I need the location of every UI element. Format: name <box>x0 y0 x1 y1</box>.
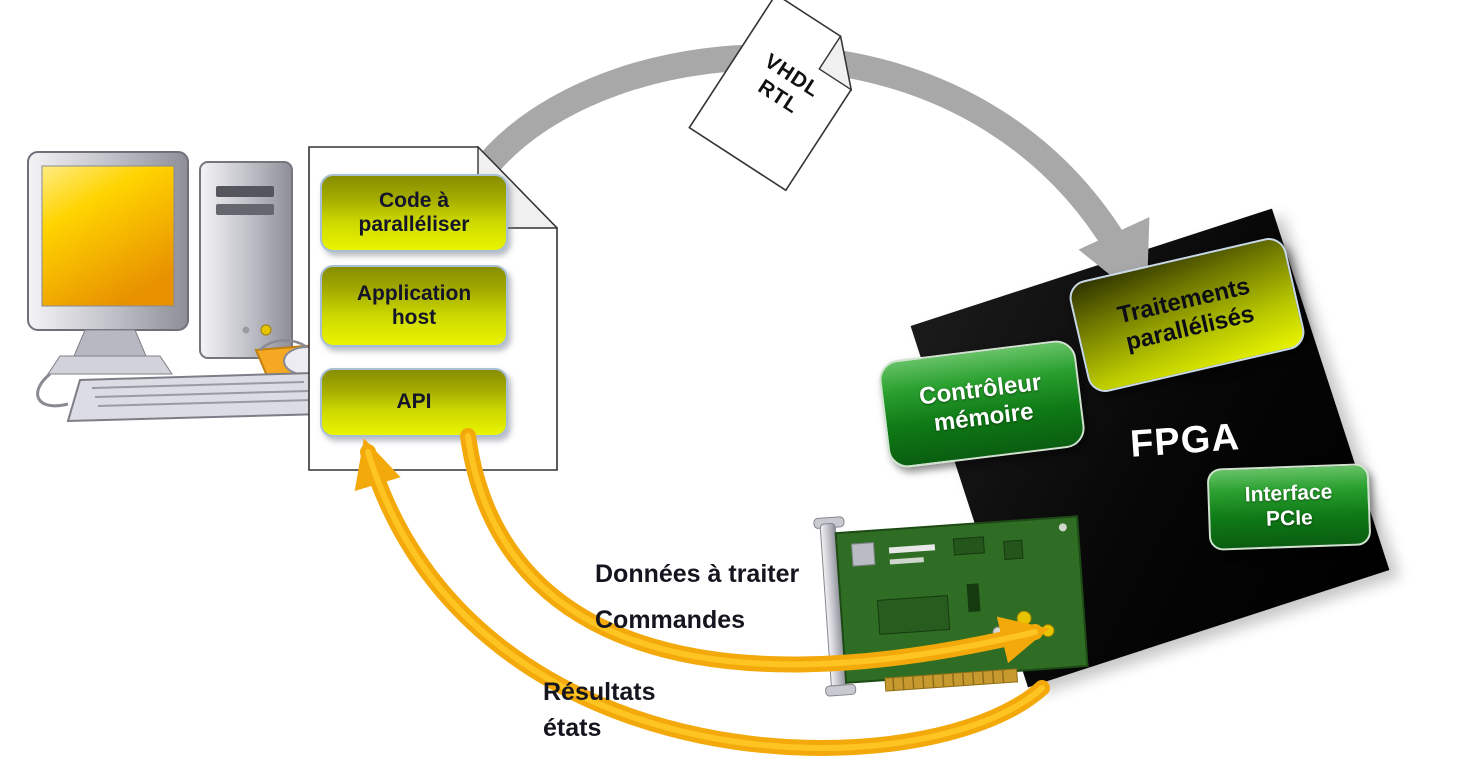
cable <box>36 372 69 408</box>
label-donnees-a-traiter: Données à traiter <box>595 560 800 588</box>
box-label: API <box>396 390 432 414</box>
document-outline <box>688 0 853 192</box>
box-label: Code à paralléliser <box>358 188 470 236</box>
box-api: API <box>320 368 508 437</box>
host-document: Code à paralléliser Application host API <box>308 146 558 471</box>
label-commandes: Commandes <box>595 606 746 634</box>
box-code-a-paralleliser: Code à paralléliser <box>320 174 508 252</box>
computer-tower <box>199 161 293 359</box>
label-etats: états <box>543 714 602 742</box>
vhdl-document: VHDL RTL <box>687 0 874 193</box>
box-application-host: Application host <box>320 265 508 347</box>
arrow-results-states <box>354 438 1050 756</box>
label-resultats: Résultats <box>543 678 656 706</box>
monitor-screen <box>41 165 175 307</box>
card-edge-connector <box>884 668 1019 692</box>
card-bracket <box>813 516 857 697</box>
monitor <box>27 151 189 375</box>
arrow-data-commands <box>460 428 1050 673</box>
box-label: Application host <box>356 281 472 329</box>
